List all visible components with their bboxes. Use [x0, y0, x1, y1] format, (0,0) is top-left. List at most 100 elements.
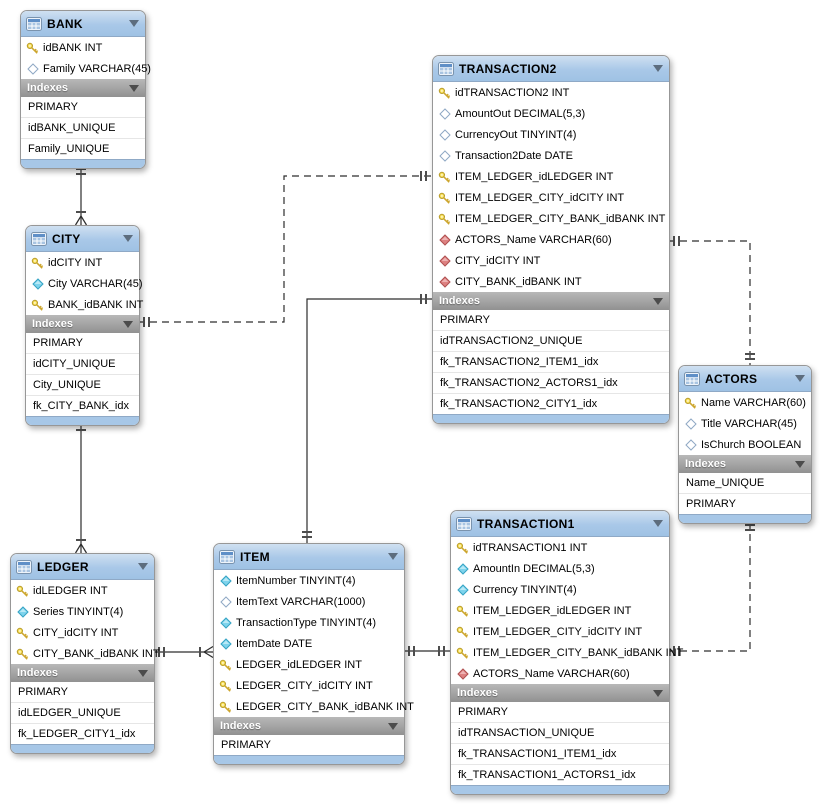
column-row[interactable]: ITEM_LEDGER_CITY_BANK_idBANK INT: [451, 642, 683, 663]
index-row[interactable]: PRIMARY: [33, 337, 83, 349]
indexes-header[interactable]: Indexes: [21, 79, 145, 97]
collapse-arrow-icon[interactable]: [123, 235, 133, 242]
column-row[interactable]: CITY_idCITY INT: [11, 622, 154, 643]
index-row[interactable]: fk_TRANSACTION1_ACTORS1_idx: [451, 764, 669, 785]
indexes-header[interactable]: Indexes: [11, 664, 154, 682]
table-header[interactable]: TRANSACTION2: [433, 56, 669, 82]
column-row[interactable]: IsChurch BOOLEAN: [679, 434, 811, 455]
table-header[interactable]: ITEM: [214, 544, 404, 570]
column-row[interactable]: CITY_BANK_idBANK INT: [433, 271, 669, 292]
index-row[interactable]: fk_TRANSACTION2_ITEM1_idx: [433, 351, 669, 372]
column-row[interactable]: CITY_BANK_idBANK INT: [11, 643, 160, 664]
table-header[interactable]: TRANSACTION1: [451, 511, 669, 537]
column-row[interactable]: Series TINYINT(4): [11, 601, 154, 622]
column-row[interactable]: ItemNumber TINYINT(4): [214, 570, 404, 591]
table-header[interactable]: LEDGER: [11, 554, 154, 580]
index-row[interactable]: Family_UNIQUE: [21, 138, 145, 159]
index-row[interactable]: PRIMARY: [18, 686, 68, 698]
column-row[interactable]: idLEDGER INT: [11, 580, 154, 601]
column-row[interactable]: AmountIn DECIMAL(5,3): [451, 558, 669, 579]
column-row[interactable]: ITEM_LEDGER_idLEDGER INT: [451, 600, 669, 621]
indexes-label: Indexes: [27, 82, 68, 94]
column-row[interactable]: idTRANSACTION1 INT: [451, 537, 669, 558]
table-item[interactable]: ITEM ItemNumber TINYINT(4)ItemText VARCH…: [213, 543, 414, 765]
indexes-header[interactable]: Indexes: [679, 455, 811, 473]
relationship-line-transaction1-actors[interactable]: [668, 519, 751, 652]
column-row[interactable]: Name VARCHAR(60): [679, 392, 811, 413]
column-row[interactable]: ITEM_LEDGER_CITY_BANK_idBANK INT: [433, 208, 669, 229]
indexes-collapse-arrow-icon[interactable]: [388, 722, 398, 730]
column-row[interactable]: AmountOut DECIMAL(5,3): [433, 103, 669, 124]
indexes-collapse-arrow-icon[interactable]: [653, 297, 663, 305]
index-row[interactable]: fk_CITY_BANK_idx: [26, 395, 139, 416]
table-actors[interactable]: ACTORS Name VARCHAR(60)Title VARCHAR(45)…: [678, 365, 812, 524]
collapse-arrow-icon[interactable]: [388, 553, 398, 560]
index-row[interactable]: idLEDGER_UNIQUE: [11, 702, 154, 723]
column-row[interactable]: ItemDate DATE: [214, 633, 404, 654]
column-row[interactable]: ITEM_LEDGER_CITY_idCITY INT: [451, 621, 669, 642]
column-row[interactable]: LEDGER_CITY_idCITY INT: [214, 675, 404, 696]
indexes-collapse-arrow-icon[interactable]: [653, 689, 663, 697]
column-row[interactable]: LEDGER_idLEDGER INT: [214, 654, 404, 675]
index-row[interactable]: idCITY_UNIQUE: [26, 353, 139, 374]
column-row[interactable]: CITY_idCITY INT: [433, 250, 669, 271]
column-row[interactable]: BANK_idBANK INT: [26, 294, 143, 315]
column-row[interactable]: LEDGER_CITY_BANK_idBANK INT: [214, 696, 414, 717]
indexes-collapse-arrow-icon[interactable]: [138, 669, 148, 677]
index-row[interactable]: Name_UNIQUE: [686, 477, 765, 489]
indexes-header[interactable]: Indexes: [26, 315, 139, 333]
indexes-header[interactable]: Indexes: [214, 717, 404, 735]
column-row[interactable]: Family VARCHAR(45): [21, 58, 151, 79]
index-row[interactable]: idTRANSACTION_UNIQUE: [451, 722, 669, 743]
indexes-label: Indexes: [17, 667, 58, 679]
relationship-line-transaction2-actors[interactable]: [668, 240, 751, 365]
index-row[interactable]: PRIMARY: [28, 101, 78, 113]
indexes-header[interactable]: Indexes: [433, 292, 669, 310]
index-row[interactable]: PRIMARY: [440, 314, 490, 326]
index-row[interactable]: PRIMARY: [679, 493, 811, 514]
index-row[interactable]: fk_TRANSACTION1_ITEM1_idx: [451, 743, 669, 764]
indexes-collapse-arrow-icon[interactable]: [795, 460, 805, 468]
column-row[interactable]: idCITY INT: [26, 252, 139, 273]
index-row[interactable]: PRIMARY: [221, 739, 271, 751]
indexes-collapse-arrow-icon[interactable]: [123, 320, 133, 328]
index-row[interactable]: fk_LEDGER_CITY1_idx: [11, 723, 154, 744]
relationship-line-city-transaction2[interactable]: [138, 175, 432, 323]
relationship-line-item-transaction2[interactable]: [306, 298, 432, 543]
column-row[interactable]: ItemText VARCHAR(1000): [214, 591, 404, 612]
collapse-arrow-icon[interactable]: [795, 375, 805, 382]
column-row[interactable]: ACTORS_Name VARCHAR(60): [451, 663, 669, 684]
table-header[interactable]: BANK: [21, 11, 145, 37]
table-header[interactable]: ACTORS: [679, 366, 811, 392]
index-row[interactable]: fk_TRANSACTION2_CITY1_idx: [433, 393, 669, 414]
indexes-collapse-arrow-icon[interactable]: [129, 84, 139, 92]
index-row[interactable]: idBANK_UNIQUE: [21, 117, 145, 138]
collapse-arrow-icon[interactable]: [129, 20, 139, 27]
column-row[interactable]: ITEM_LEDGER_CITY_idCITY INT: [433, 187, 669, 208]
column-row[interactable]: Title VARCHAR(45): [679, 413, 811, 434]
collapse-arrow-icon[interactable]: [653, 520, 663, 527]
column-row[interactable]: ITEM_LEDGER_idLEDGER INT: [433, 166, 669, 187]
column-row[interactable]: Currency TINYINT(4): [451, 579, 669, 600]
column-row[interactable]: City VARCHAR(45): [26, 273, 143, 294]
index-row[interactable]: idTRANSACTION2_UNIQUE: [433, 330, 669, 351]
index-row[interactable]: City_UNIQUE: [26, 374, 139, 395]
column-row[interactable]: ACTORS_Name VARCHAR(60): [433, 229, 669, 250]
column-row[interactable]: CurrencyOut TINYINT(4): [433, 124, 669, 145]
column-row[interactable]: idTRANSACTION2 INT: [433, 82, 669, 103]
index-row[interactable]: PRIMARY: [458, 706, 508, 718]
index-row[interactable]: fk_TRANSACTION2_ACTORS1_idx: [433, 372, 669, 393]
column-row[interactable]: TransactionType TINYINT(4): [214, 612, 404, 633]
table-header[interactable]: CITY: [26, 226, 139, 252]
column-row[interactable]: Transaction2Date DATE: [433, 145, 669, 166]
collapse-arrow-icon[interactable]: [653, 65, 663, 72]
column-row[interactable]: idBANK INT: [21, 37, 145, 58]
collapse-arrow-icon[interactable]: [138, 563, 148, 570]
indexes-header[interactable]: Indexes: [451, 684, 669, 702]
